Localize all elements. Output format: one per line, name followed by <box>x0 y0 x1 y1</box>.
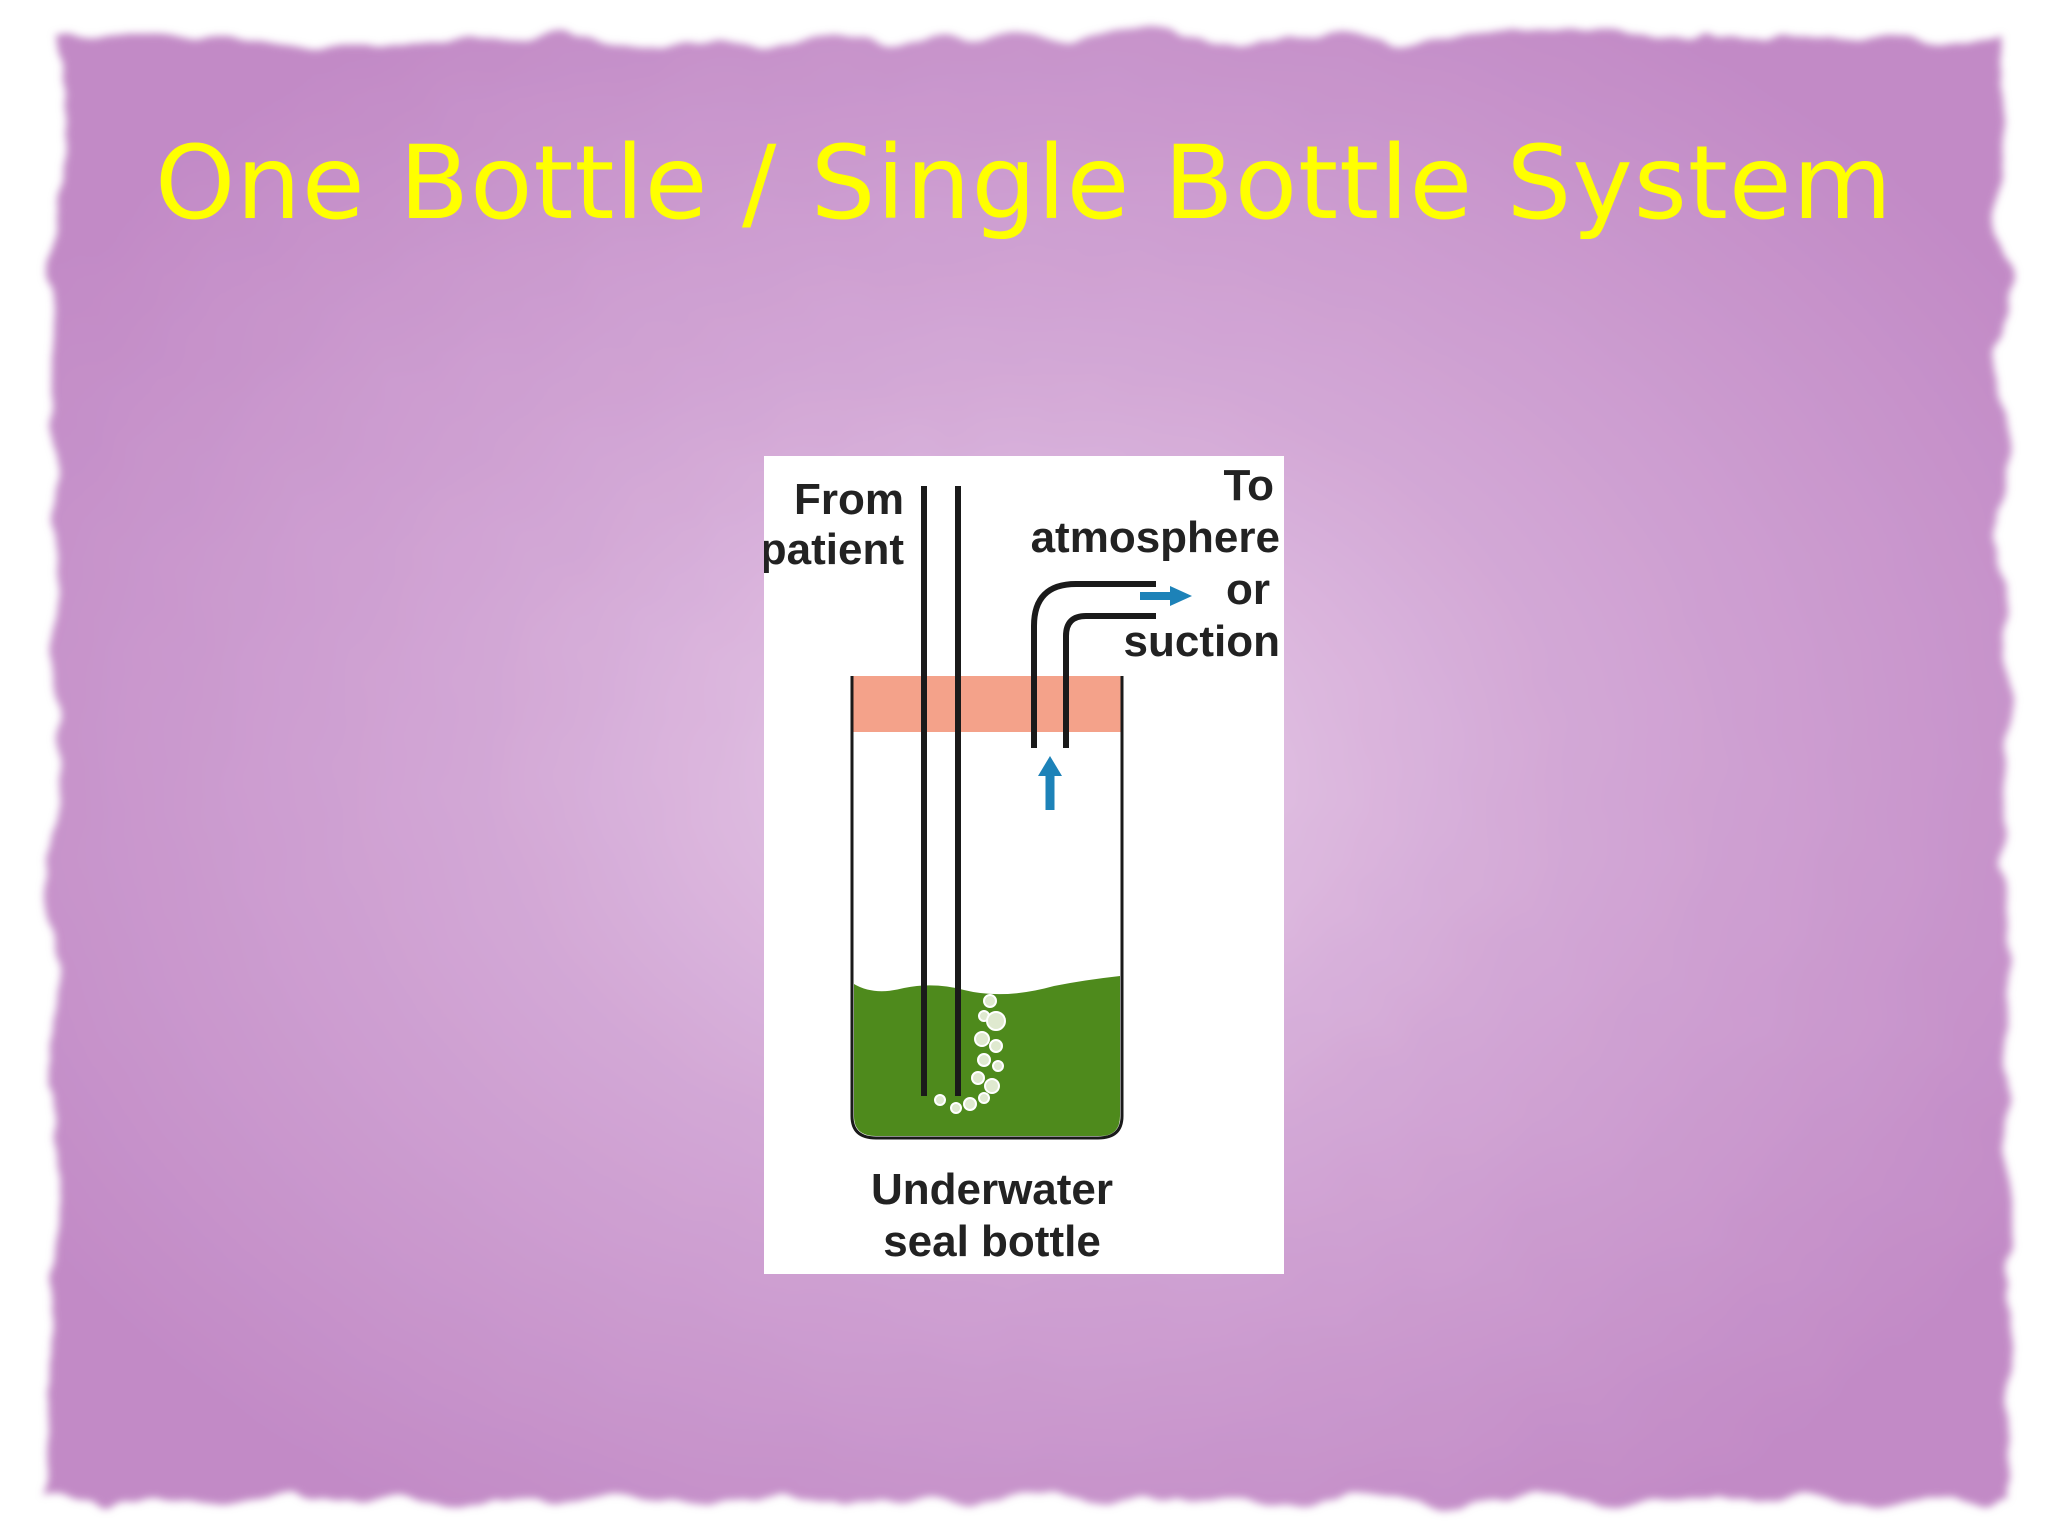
slide-title: One Bottle / Single Bottle System <box>154 124 1893 243</box>
bottle-stopper <box>852 676 1122 732</box>
label-suction: suction <box>1124 617 1280 666</box>
up-arrow-icon <box>1038 756 1062 810</box>
label-or: or <box>1226 565 1270 614</box>
label-from: From <box>794 475 904 524</box>
label-underwater: Underwater <box>871 1165 1113 1214</box>
figure-card: From patient To atmosphere or suction Un… <box>764 456 1284 1274</box>
bottle-outline <box>850 676 1124 1140</box>
label-seal-bottle: seal bottle <box>883 1217 1101 1266</box>
label-atmosphere: atmosphere <box>1031 513 1280 562</box>
outlet-tube-inner <box>1063 613 1156 748</box>
outlet-tube-outer <box>1031 581 1156 748</box>
underwater-seal-diagram: From patient To atmosphere or suction Un… <box>764 461 1280 1266</box>
label-to: To <box>1224 461 1275 510</box>
air-bubbles <box>934 994 1006 1114</box>
label-patient: patient <box>764 525 904 574</box>
right-arrow-icon <box>1140 586 1192 606</box>
